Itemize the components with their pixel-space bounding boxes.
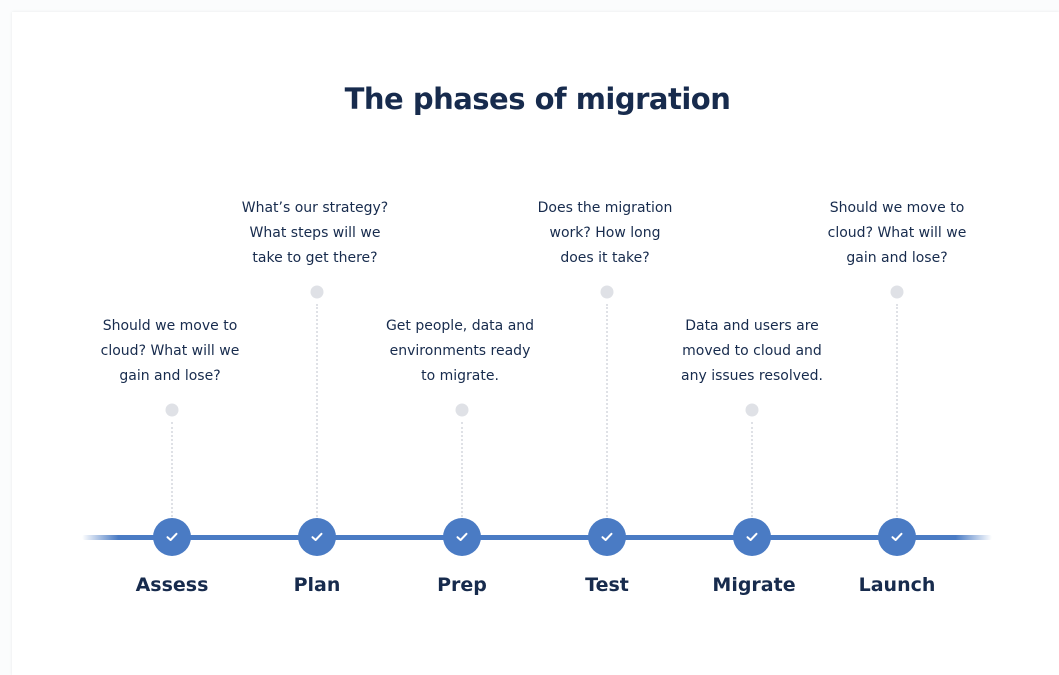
phase-label-prep: Prep: [437, 574, 487, 596]
phase-description-line: Should we move to: [829, 200, 965, 216]
phase-description-launch: Should we move to cloud? What will we ga…: [802, 196, 992, 271]
phase-node-assess: [153, 518, 191, 556]
phase-description-line: cloud? What will we: [827, 225, 967, 241]
phase-description-line: gain and lose?: [119, 368, 221, 384]
phase-description-line: Should we move to: [102, 318, 238, 334]
connector-dot: [165, 403, 179, 417]
phase-description-line: cloud? What will we: [100, 343, 240, 359]
phase-description-prep: Get people, data and environments ready …: [365, 314, 555, 389]
phase-description-line: to migrate.: [421, 368, 499, 384]
connector-dot: [455, 403, 469, 417]
connector-dotted-line: [171, 422, 173, 517]
connector-dotted-line: [316, 304, 318, 517]
phase-label-test: Test: [585, 574, 629, 596]
phase-node-test: [588, 518, 626, 556]
phase-description-line: Data and users are: [685, 318, 819, 334]
connector-dot: [310, 285, 324, 299]
connector-dotted-line: [896, 304, 898, 517]
phase-description-line: gain and lose?: [846, 250, 948, 266]
phase-description-test: Does the migration work? How long does i…: [510, 196, 700, 271]
checkmark-icon: [601, 532, 613, 541]
phase-description-plan: What’s our strategy? What steps will we …: [220, 196, 410, 271]
page-title: The phases of migration: [344, 82, 731, 116]
phase-node-plan: [298, 518, 336, 556]
diagram-card: [12, 12, 1059, 675]
phase-description-line: take to get there?: [252, 250, 378, 266]
checkmark-icon: [891, 532, 903, 541]
phase-description-migrate: Data and users are moved to cloud and an…: [657, 314, 847, 389]
phase-description-line: work? How long: [549, 225, 661, 241]
checkmark-icon: [166, 532, 178, 541]
phase-description-assess: Should we move to cloud? What will we ga…: [75, 314, 265, 389]
checkmark-icon: [311, 532, 323, 541]
phase-node-launch: [878, 518, 916, 556]
phase-description-line: What’s our strategy?: [241, 200, 389, 216]
phase-description-line: moved to cloud and: [682, 343, 822, 359]
phase-description-line: Does the migration: [537, 200, 673, 216]
phase-description-line: any issues resolved.: [681, 368, 823, 384]
phase-node-migrate: [733, 518, 771, 556]
timeline-axis: [82, 535, 992, 540]
phase-label-assess: Assess: [135, 574, 209, 596]
connector-dot: [600, 285, 614, 299]
connector-dot: [745, 403, 759, 417]
phase-label-launch: Launch: [858, 574, 936, 596]
checkmark-icon: [746, 532, 758, 541]
phase-node-prep: [443, 518, 481, 556]
phase-description-line: What steps will we: [249, 225, 381, 241]
phase-description-line: Get people, data and: [385, 318, 535, 334]
phase-description-line: environments ready: [389, 343, 531, 359]
connector-dot: [890, 285, 904, 299]
connector-dotted-line: [606, 304, 608, 517]
connector-dotted-line: [751, 422, 753, 517]
connector-dotted-line: [461, 422, 463, 517]
phase-label-migrate: Migrate: [712, 574, 796, 596]
phase-label-plan: Plan: [293, 574, 341, 596]
checkmark-icon: [456, 532, 468, 541]
phase-description-line: does it take?: [560, 250, 650, 266]
